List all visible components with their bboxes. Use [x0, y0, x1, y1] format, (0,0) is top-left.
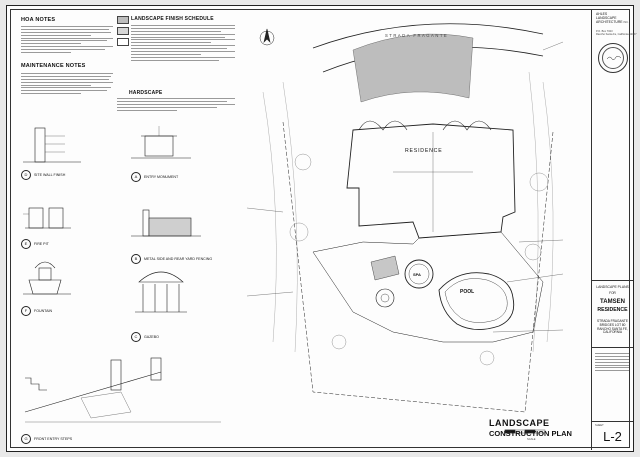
firm-name: AHLES LANDSCAPE ARCHITECTURE INC. [596, 12, 629, 24]
schedule-swatch-2 [117, 27, 129, 35]
site-line2: BRIDGES LOT 80 [599, 322, 626, 327]
detail-f-title: F FOUNTAIN [21, 306, 52, 316]
detail-f-label: FOUNTAIN [34, 309, 53, 313]
detail-e-title: E FIRE PIT [21, 239, 49, 249]
detail-b-label: METAL SIDE AND REAR YARD FENCING [144, 257, 213, 261]
sheet-border [10, 9, 630, 448]
detail-c-title: C GAZEBO [131, 332, 159, 342]
title-block: AHLES LANDSCAPE ARCHITECTURE INC. P.O. B… [591, 9, 637, 450]
street-label: STRADA FRAGANTE [385, 33, 449, 38]
detail-g-title: G FRONT ENTRY STEPS [21, 434, 72, 444]
hardscape-title: HARDSCAPE [129, 90, 163, 96]
firm-line3: ARCHITECTURE [596, 19, 623, 24]
schedule-swatch-1 [117, 16, 129, 24]
drawing-sheet: HOA NOTES MAINTENANCE NOTES LANDSCAPE FI… [6, 5, 637, 452]
detail-d-label: SITE WALL FINISH [34, 173, 66, 177]
detail-e-label: FIRE PIT [34, 242, 49, 246]
detail-g-bubble: G [21, 434, 31, 444]
site-line4: CALIFORNIA [602, 330, 623, 335]
detail-a-bubble: A [131, 172, 141, 182]
schedule-text [131, 25, 235, 63]
detail-g-label: FRONT ENTRY STEPS [34, 437, 73, 441]
schedule-title: LANDSCAPE FINISH SCHEDULE [131, 16, 214, 22]
detail-f-bubble: F [21, 306, 31, 316]
project-site: STRADA FRAGANTE BRIDGES LOT 80 RANCHO SA… [592, 319, 633, 335]
detail-c-bubble: C [131, 332, 141, 342]
signature-mark [607, 55, 621, 60]
detail-d-bubble: D [21, 170, 31, 180]
firm-address-line1: P.O. Box 7023 [596, 30, 613, 33]
firm-address-line2: Rancho Santa Fe, California 92067 [596, 33, 637, 37]
firm-line1: AHLES [596, 12, 608, 16]
sheet-label: SHEET [595, 424, 604, 427]
site-line3: RANCHO SANTA FE, [597, 326, 628, 331]
spa-label: SPA [413, 272, 421, 277]
site-plan-drawing [246, 23, 564, 434]
hoa-notes-text [21, 26, 113, 55]
detail-e-bubble: E [21, 239, 31, 249]
scale-label: SCALE [527, 438, 536, 441]
detail-b-bubble: B [131, 254, 141, 264]
detail-b-title: B METAL SIDE AND REAR YARD FENCING [131, 254, 212, 264]
project-name-line1: TAMSEN [600, 299, 625, 305]
license-stamp [598, 43, 628, 73]
detail-a-label: ENTRY MONUMENT [144, 175, 179, 179]
detail-c-label: GAZEBO [144, 335, 159, 339]
maintenance-notes-title: MAINTENANCE NOTES [21, 63, 86, 69]
residence-label: RESIDENCE [405, 148, 443, 154]
firm-suffix: INC. [623, 20, 629, 24]
revision-table [595, 353, 629, 373]
project-name-line2: RESIDENCE [597, 307, 628, 313]
detail-a-title: A ENTRY MONUMENT [131, 172, 178, 182]
detail-d-title: D SITE WALL FINISH [21, 170, 65, 180]
plan-title-line2: CONSTRUCTION PLAN [489, 429, 572, 438]
sheet-number: L-2 [603, 429, 622, 444]
hoa-notes-title: HOA NOTES [21, 17, 56, 23]
firm-address: P.O. Box 7023 Rancho Santa Fe, Californi… [596, 30, 637, 36]
site-line1: STRADA FRAGANTE [597, 319, 628, 323]
maintenance-notes-text [21, 73, 113, 96]
schedule-swatch-3 [117, 38, 129, 46]
firm-line2: LANDSCAPE [596, 15, 617, 20]
details-drawings [23, 126, 221, 423]
sheet-for: FOR [609, 291, 616, 295]
sheet-type: LANDSCAPE PLANS [596, 285, 629, 289]
pool-label: POOL [460, 289, 475, 295]
plan-title-line1: LANDSCAPE [489, 418, 550, 428]
hardscape-text [117, 98, 235, 112]
